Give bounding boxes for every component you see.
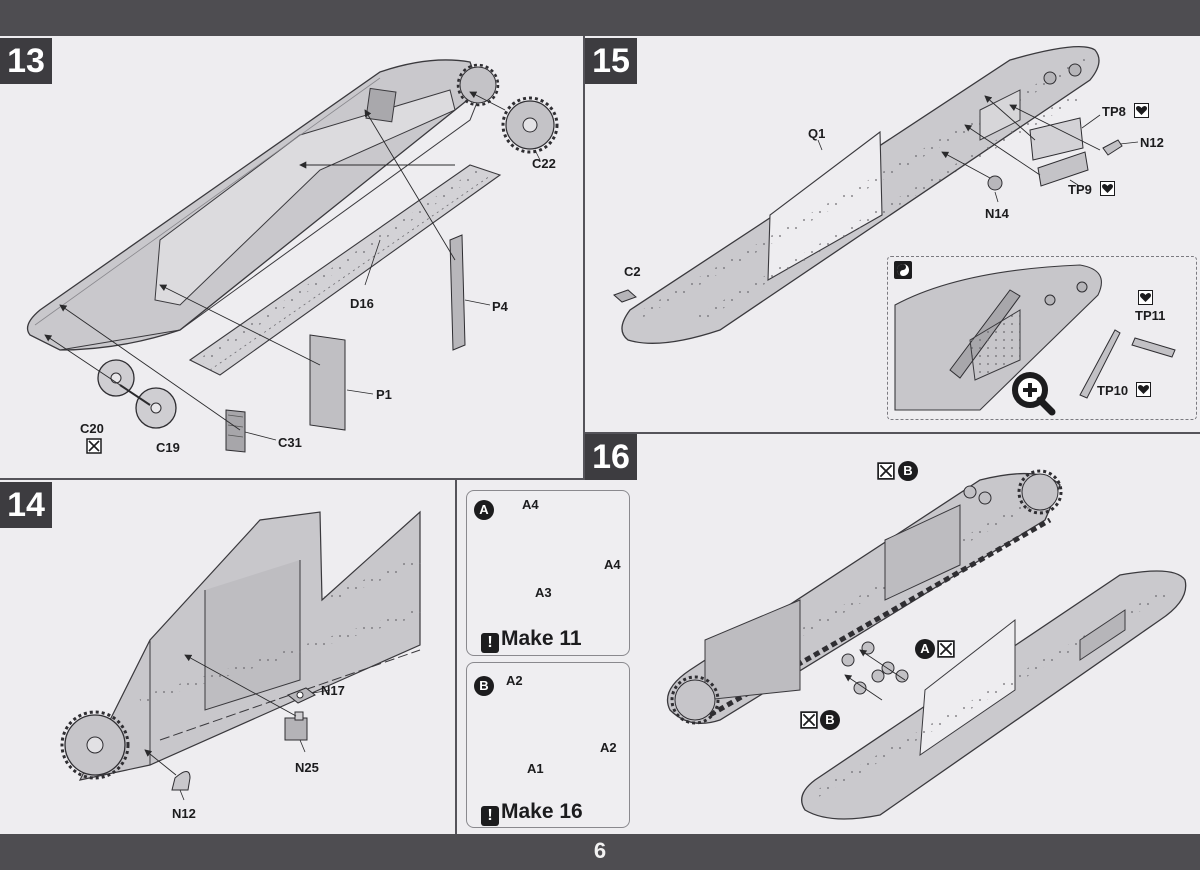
step14-arrows bbox=[144, 654, 297, 776]
plate-p1 bbox=[309, 334, 346, 431]
step14-leaders bbox=[179, 689, 331, 801]
label-p1: P1 bbox=[376, 387, 392, 402]
parts-tp8-tp9 bbox=[1029, 117, 1089, 187]
step15-leaders bbox=[817, 114, 1139, 203]
label-tp9: TP9 bbox=[1068, 182, 1092, 197]
part-n14 bbox=[987, 175, 1003, 191]
subassembly-b-box bbox=[466, 662, 630, 828]
badge-b-top: B bbox=[898, 461, 918, 481]
label-tp8: TP8 bbox=[1102, 104, 1126, 119]
label-a4-left: A4 bbox=[522, 497, 539, 512]
step-15-number: 15 bbox=[585, 38, 637, 84]
label-a3: A3 bbox=[535, 585, 552, 600]
step-14-number: 14 bbox=[0, 482, 52, 528]
part-n17 bbox=[287, 687, 316, 704]
make-11-caption: !Make 11 bbox=[481, 627, 582, 653]
label-a4-right: A4 bbox=[604, 557, 621, 572]
label-n12-step14: N12 bbox=[172, 806, 196, 821]
step13-hull-side bbox=[26, 59, 481, 351]
step16-wheels bbox=[841, 485, 992, 695]
label-c19: C19 bbox=[156, 440, 180, 455]
label-c2: C2 bbox=[624, 264, 641, 279]
panel-step-13 bbox=[0, 36, 583, 478]
wheels-c19-c20 bbox=[97, 359, 177, 429]
label-n14: N14 bbox=[985, 206, 1009, 221]
label-a2-right: A2 bbox=[600, 740, 617, 755]
label-n25: N25 bbox=[295, 760, 319, 775]
step16-arrows bbox=[844, 649, 906, 701]
plate-c31 bbox=[225, 409, 246, 453]
label-n17: N17 bbox=[321, 683, 345, 698]
badge-b: B bbox=[474, 676, 494, 696]
step-13-number: 13 bbox=[0, 38, 52, 84]
sprocket-rear bbox=[456, 63, 500, 107]
divider-v-lower bbox=[455, 480, 457, 834]
step13-leaders bbox=[244, 149, 541, 441]
part-n12-15 bbox=[1102, 139, 1123, 156]
label-d16: D16 bbox=[350, 296, 374, 311]
page-number: 6 bbox=[593, 838, 607, 863]
label-c20: C20 bbox=[80, 421, 104, 436]
divider-h-right bbox=[583, 432, 1200, 434]
warning-icon: ! bbox=[481, 806, 499, 826]
zoom-icon bbox=[1012, 372, 1056, 416]
label-c31: C31 bbox=[278, 435, 302, 450]
do-not-glue-icon bbox=[800, 711, 818, 729]
divider-h-left bbox=[0, 478, 585, 480]
bottom-band bbox=[0, 834, 1200, 870]
step15-arrows bbox=[941, 95, 1101, 179]
plate-p4 bbox=[449, 234, 466, 351]
warning-icon: ! bbox=[481, 633, 499, 653]
heart-part-icon bbox=[1136, 382, 1151, 397]
do-not-glue-icon bbox=[877, 462, 895, 480]
label-q1: Q1 bbox=[808, 126, 826, 141]
divider-v-upper bbox=[583, 36, 585, 478]
badge-a: A bbox=[474, 500, 494, 520]
label-tp11: TP11 bbox=[1135, 308, 1166, 323]
step14-hull bbox=[60, 510, 422, 781]
alternative-parts-icon bbox=[894, 261, 912, 279]
step15-detail-box bbox=[887, 256, 1197, 420]
label-c22: C22 bbox=[532, 156, 556, 171]
badge-a-middle: A bbox=[915, 639, 935, 659]
label-tp10: TP10 bbox=[1097, 383, 1129, 398]
top-band bbox=[0, 0, 1200, 36]
step15-hull bbox=[621, 46, 1100, 344]
subassembly-a-box bbox=[466, 490, 630, 656]
heart-part-icon bbox=[1138, 290, 1153, 305]
label-p4: P4 bbox=[492, 299, 508, 314]
label-a2-left: A2 bbox=[506, 673, 523, 688]
step16-hull-upper bbox=[666, 469, 1063, 725]
rail-d16 bbox=[188, 164, 502, 376]
part-c2 bbox=[613, 289, 637, 303]
step15-detail-drawing bbox=[894, 264, 1176, 411]
heart-part-icon bbox=[1100, 181, 1115, 196]
badge-b-bottom: B bbox=[820, 710, 840, 730]
part-n25 bbox=[284, 711, 308, 741]
do-not-glue-icon bbox=[86, 438, 102, 454]
heart-part-icon bbox=[1134, 103, 1149, 118]
step13-arrows bbox=[44, 91, 506, 431]
label-n12-step15: N12 bbox=[1140, 135, 1164, 150]
label-a1: A1 bbox=[527, 761, 544, 776]
make-16-caption: !Make 16 bbox=[481, 800, 583, 826]
step-16-number: 16 bbox=[585, 434, 637, 480]
do-not-glue-icon bbox=[937, 640, 955, 658]
part-n12 bbox=[171, 771, 191, 791]
sprocket-c22 bbox=[501, 96, 559, 154]
step16-hull-lower bbox=[801, 570, 1187, 820]
